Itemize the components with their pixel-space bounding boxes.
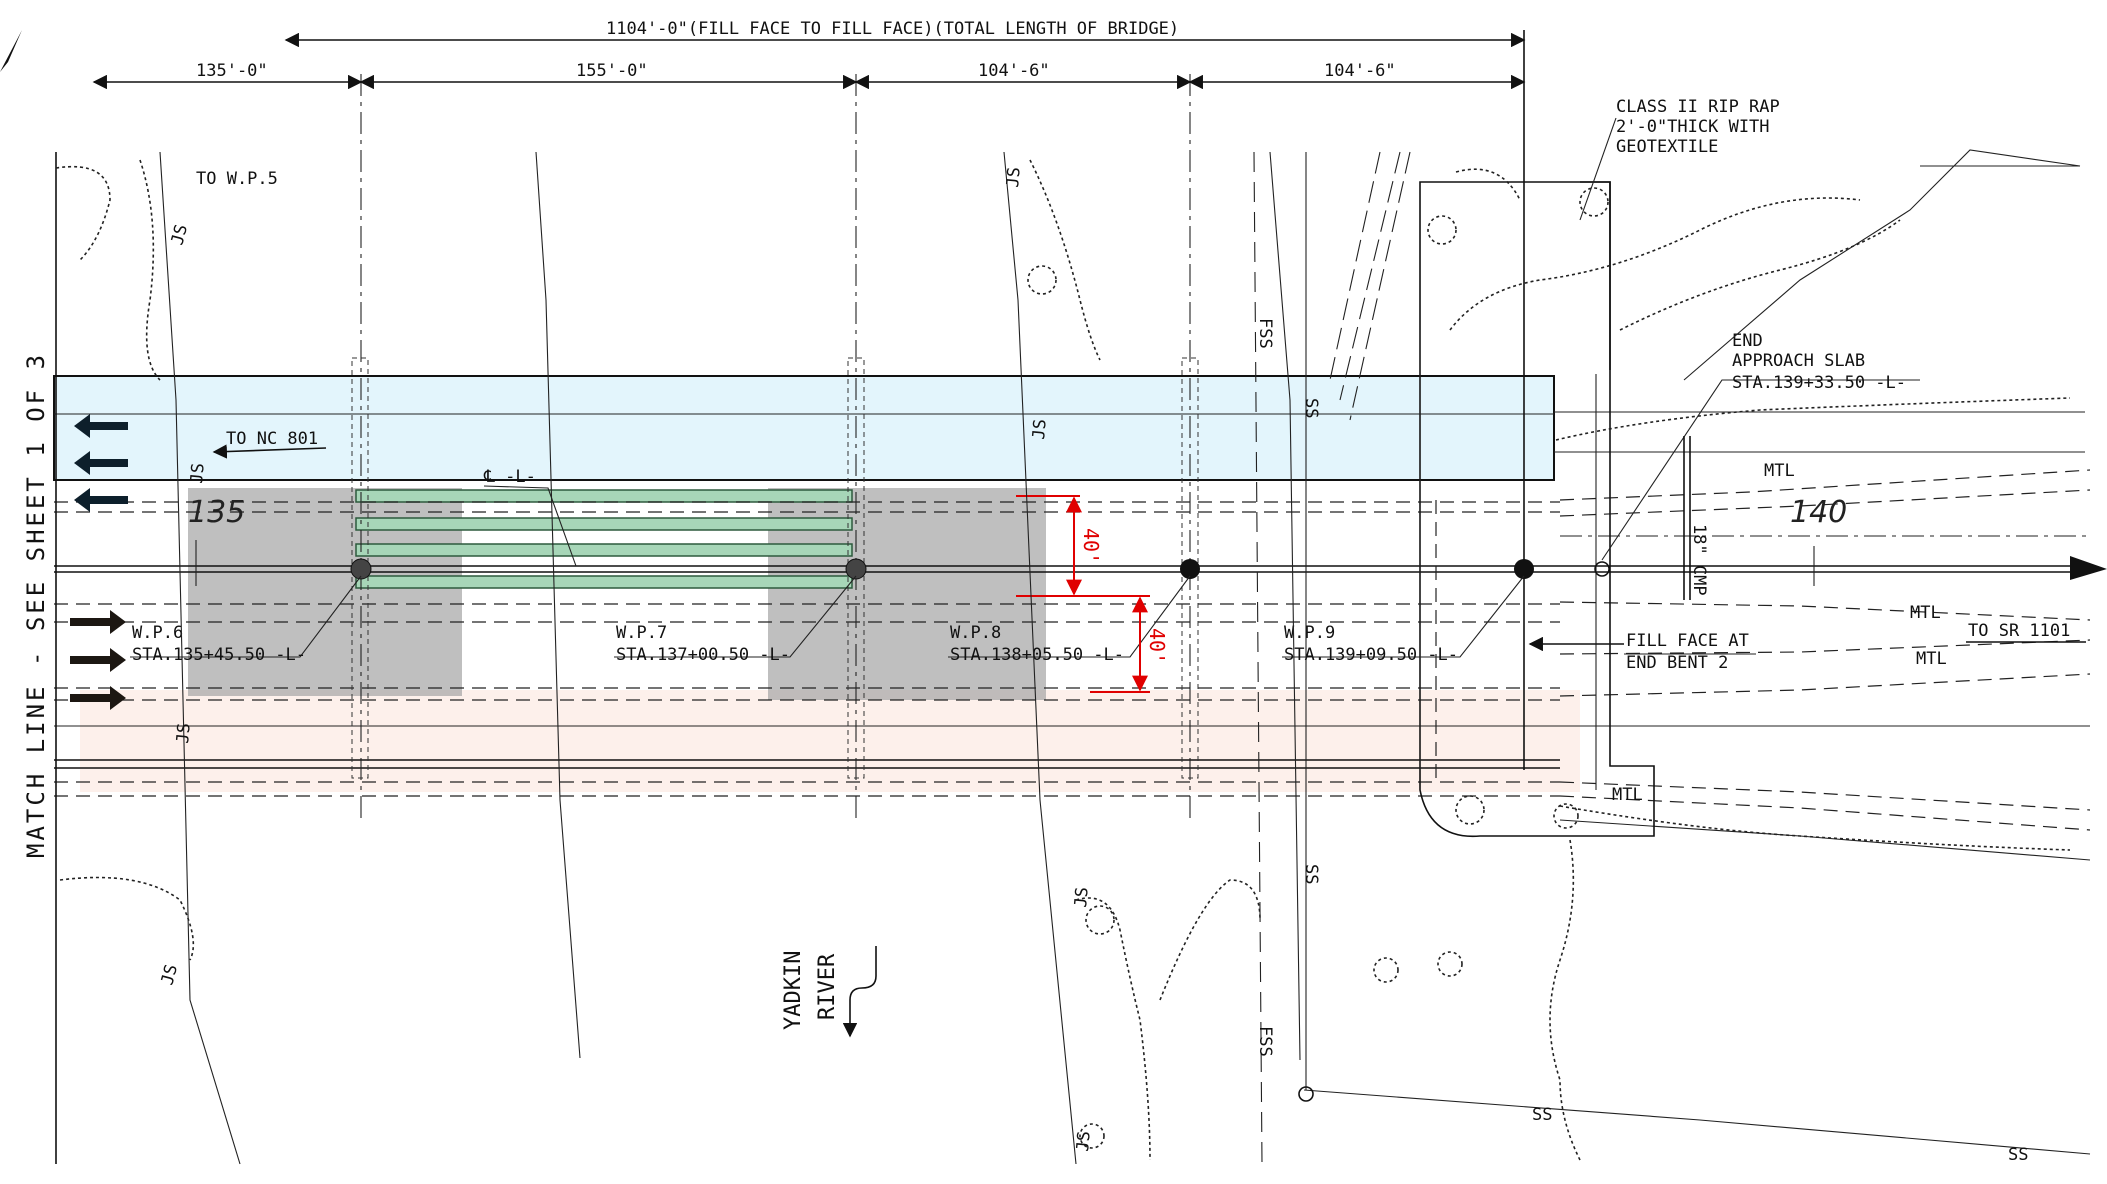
svg-text:MTL: MTL [1612,785,1643,805]
station-135: 135 [188,495,245,530]
bent-lines [55,30,1525,1164]
traffic-arrows-right [70,610,126,710]
traffic-arrows-left [74,414,128,512]
wp9-label: W.P.9 [1284,623,1335,643]
tree-lines [55,159,2071,1161]
centerline-label: ℄ -L- [483,467,536,487]
red-dim-lower: 40' [1145,628,1169,664]
wp7-station: STA.137+00.50 -L- [616,645,790,665]
span3-dim: 104'-6" [978,61,1050,81]
wp6-label: W.P.6 [132,623,183,643]
span1-dim: 135'-0" [196,61,268,81]
wp8-label: W.P.8 [950,623,1001,643]
svg-text:MTL: MTL [1916,649,1947,669]
riprap-line1: CLASS II RIP RAP [1616,97,1780,117]
to-sr1101-note: TO SR 1101 [1968,621,2070,641]
svg-text:MTL: MTL [1910,603,1941,623]
fill-face-line2: END BENT 2 [1626,653,1728,673]
work-point-markers [350,558,1610,580]
approach-line3: STA.139+33.50 -L- [1732,373,1906,393]
red-dimension [1016,495,1150,693]
svg-text:MTL: MTL [1764,461,1795,481]
red-dim-upper: 40' [1079,528,1103,564]
dimension-lines [92,32,1526,90]
riprap-line2: 2'-0"THICK WITH [1616,117,1770,137]
cmp-label: 18" CMP [1689,524,1709,596]
green-beams [355,489,853,589]
svg-text:JS: JS [1003,166,1025,188]
total-length-dim: 1104'-0"(FILL FACE TO FILL FACE)(TOTAL L… [606,19,1179,39]
wp8-station: STA.138+05.50 -L- [950,645,1124,665]
fill-face-line1: FILL FACE AT [1626,631,1749,651]
svg-text:FSS: FSS [1255,1026,1275,1057]
road-lines [54,411,2107,861]
svg-text:FSS: FSS [1255,318,1275,349]
svg-text:SS: SS [1301,398,1321,418]
river-label-2: RIVER [815,953,840,1020]
fence-lines [1683,149,2081,381]
approach-line2: APPROACH SLAB [1732,351,1865,371]
to-nc801-note: TO NC 801 [226,429,318,449]
svg-text:JS: JS [1071,886,1093,908]
north-arrow [0,30,22,72]
svg-text:JS: JS [158,962,183,987]
wp7-label: W.P.7 [616,623,667,643]
station-140: 140 [1790,495,1847,530]
svg-text:SS: SS [2008,1145,2028,1165]
approach-line1: END [1732,331,1763,351]
river-flow-arrow [842,946,877,1038]
svg-text:JS: JS [187,462,209,484]
blue-zone [53,375,1555,481]
wp6-station: STA.135+45.50 -L- [132,645,306,665]
work-point-leaders [130,117,1920,658]
svg-text:JS: JS [168,222,193,247]
svg-text:SS: SS [1301,864,1321,884]
svg-text:SS: SS [1532,1105,1552,1125]
svg-text:JS: JS [1073,1130,1095,1152]
riprap-line3: GEOTEXTILE [1616,137,1718,157]
wp9-station: STA.139+09.50 -L- [1284,645,1458,665]
match-line-label: MATCH LINE - SEE SHEET 1 OF 3 [22,352,50,858]
svg-text:JS: JS [173,722,195,744]
utility-labels: JS JS JS JS JS JS JS JS SS SS SS SS FSS … [158,166,2029,1165]
river-label-1: YADKIN [781,951,806,1030]
stream-banks [159,151,2091,1165]
pink-zone [80,690,1580,792]
span4-dim: 104'-6" [1324,61,1396,81]
end-bent-abutment [1419,181,1655,838]
svg-text:JS: JS [1029,418,1051,440]
span2-dim: 155'-0" [576,61,648,81]
to-wp5-note: TO W.P.5 [196,169,278,189]
